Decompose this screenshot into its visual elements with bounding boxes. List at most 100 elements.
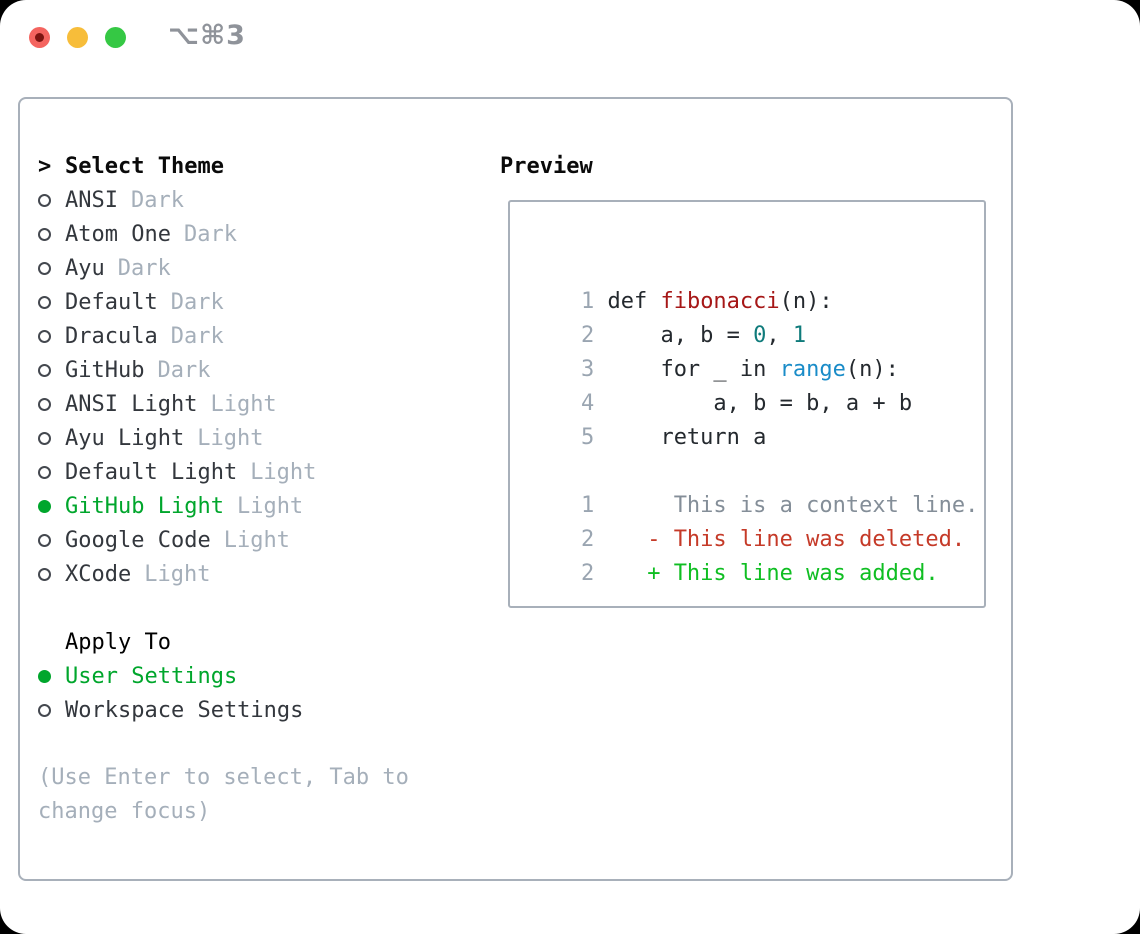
unsaved-dot-icon xyxy=(35,33,44,42)
theme-name: ANSI xyxy=(65,187,118,213)
spacer xyxy=(38,591,448,625)
theme-name: Atom One xyxy=(65,221,171,247)
radio-icon xyxy=(38,363,51,377)
code-line: 2 + This line was added. xyxy=(528,523,984,586)
theme-option-ayu-dark[interactable]: Ayu Dark xyxy=(38,251,448,285)
theme-variant: Light xyxy=(236,493,304,519)
select-theme-title: Select Theme xyxy=(65,153,224,179)
zoom-button[interactable] xyxy=(105,27,126,48)
apply-option-workspace-settings[interactable]: Workspace Settings xyxy=(38,693,448,727)
theme-name: Dracula xyxy=(65,323,158,349)
theme-variant: Light xyxy=(210,391,277,417)
line-number: 1 xyxy=(580,289,595,314)
theme-variant: Light xyxy=(250,459,317,485)
theme-variant: Dark xyxy=(130,187,184,213)
theme-name: GitHub xyxy=(65,357,145,383)
code-line: 1 This is a context line. xyxy=(528,455,984,518)
theme-option-default-light-light[interactable]: Default Light Light xyxy=(38,455,448,489)
code-line: 2 - This line was deleted. xyxy=(528,489,984,552)
line-number: 2 xyxy=(580,527,595,552)
theme-option-ansi-light-light[interactable]: ANSI Light Light xyxy=(38,387,448,421)
code-line: 4 a, b = b, a + b xyxy=(528,353,984,416)
theme-name: XCode xyxy=(65,561,132,587)
theme-name: ANSI Light xyxy=(65,391,198,417)
apply-option-label: Workspace Settings xyxy=(65,697,304,723)
line-number: 2 xyxy=(580,561,595,586)
code-text: return a xyxy=(594,425,767,450)
theme-name: Ayu Light xyxy=(65,425,185,451)
theme-option-google-code-light[interactable]: Google Code Light xyxy=(38,523,448,557)
preview-box: 1 def fibonacci(n): 2 a, b = 0, 1 3 for … xyxy=(508,200,986,608)
theme-list: ANSI Dark Atom One Dark Ayu Dark Default… xyxy=(38,183,448,591)
theme-option-xcode-light[interactable]: XCode Light xyxy=(38,557,448,591)
preview-title: Preview xyxy=(500,153,593,179)
code-text: a, b = 0, 1 xyxy=(594,323,807,348)
code-text: + This line was added. xyxy=(594,561,939,586)
theme-option-github-light-light[interactable]: GitHub Light Light xyxy=(38,489,448,523)
line-number: 2 xyxy=(580,323,595,348)
radio-icon xyxy=(38,227,51,241)
theme-variant: Light xyxy=(197,425,264,451)
titlebar: ⌥⌘3 xyxy=(0,0,1140,78)
code-text: def fibonacci(n): xyxy=(594,289,833,314)
preview-header: Preview xyxy=(500,149,593,183)
radio-icon xyxy=(38,533,51,547)
apply-to-header: Apply To xyxy=(38,625,448,659)
theme-variant: Dark xyxy=(157,357,211,383)
theme-variant: Dark xyxy=(183,221,237,247)
close-button[interactable] xyxy=(29,27,50,48)
minimize-button[interactable] xyxy=(67,27,88,48)
cursor-icon: > xyxy=(38,153,52,179)
theme-name: Google Code xyxy=(65,527,211,553)
theme-picker-panel: > Select Theme ANSI Dark Atom One Dark A… xyxy=(18,97,1013,881)
theme-variant: Dark xyxy=(117,255,171,281)
theme-option-github-dark[interactable]: GitHub Dark xyxy=(38,353,448,387)
radio-icon xyxy=(38,499,51,513)
code-line: 2 a, b = 0, 1 xyxy=(528,285,984,348)
theme-variant: Dark xyxy=(170,289,224,315)
theme-variant: Light xyxy=(223,527,290,553)
radio-icon xyxy=(38,703,51,717)
theme-option-ayu-light-light[interactable]: Ayu Light Light xyxy=(38,421,448,455)
theme-variant: Light xyxy=(144,561,211,587)
code-line: 3 for _ in range(n): xyxy=(528,319,984,382)
code-line: 1 def fibonacci(n): xyxy=(528,251,984,314)
code-line: 5 return a xyxy=(528,387,984,450)
radio-icon xyxy=(38,295,51,309)
traffic-lights xyxy=(29,27,126,48)
window-title: ⌥⌘3 xyxy=(168,20,246,51)
select-theme-header: > Select Theme xyxy=(38,149,448,183)
theme-option-atom-one-dark[interactable]: Atom One Dark xyxy=(38,217,448,251)
apply-to-title: Apply To xyxy=(65,629,171,655)
line-number: 1 xyxy=(580,493,595,518)
code-text: This is a context line. xyxy=(594,493,979,518)
apply-option-user-settings[interactable]: User Settings xyxy=(38,659,448,693)
radio-icon xyxy=(38,193,51,207)
radio-icon xyxy=(38,261,51,275)
theme-name: Default Light xyxy=(65,459,238,485)
theme-list-section: > Select Theme ANSI Dark Atom One Dark A… xyxy=(38,149,448,829)
theme-option-dracula-dark[interactable]: Dracula Dark xyxy=(38,319,448,353)
radio-icon xyxy=(38,465,51,479)
theme-option-default-dark[interactable]: Default Dark xyxy=(38,285,448,319)
theme-variant: Dark xyxy=(170,323,224,349)
radio-icon xyxy=(38,329,51,343)
help-text: (Use Enter to select, Tab to change focu… xyxy=(38,765,423,824)
apply-option-label: User Settings xyxy=(65,663,238,689)
preview-lines: 1 def fibonacci(n): 2 a, b = 0, 1 3 for … xyxy=(528,251,984,586)
radio-icon xyxy=(38,567,51,581)
line-number: 3 xyxy=(580,357,595,382)
line-number: 5 xyxy=(580,425,595,450)
radio-icon xyxy=(38,431,51,445)
apply-to-list: User Settings Workspace Settings xyxy=(38,659,448,727)
radio-icon xyxy=(38,669,51,683)
radio-icon xyxy=(38,397,51,411)
line-number: 4 xyxy=(580,391,595,416)
theme-option-ansi-dark[interactable]: ANSI Dark xyxy=(38,183,448,217)
theme-name: Ayu xyxy=(65,255,105,281)
code-text: a, b = b, a + b xyxy=(594,391,913,416)
theme-name: Default xyxy=(65,289,158,315)
code-text: for _ in range(n): xyxy=(594,357,899,382)
theme-name: GitHub Light xyxy=(65,493,224,519)
